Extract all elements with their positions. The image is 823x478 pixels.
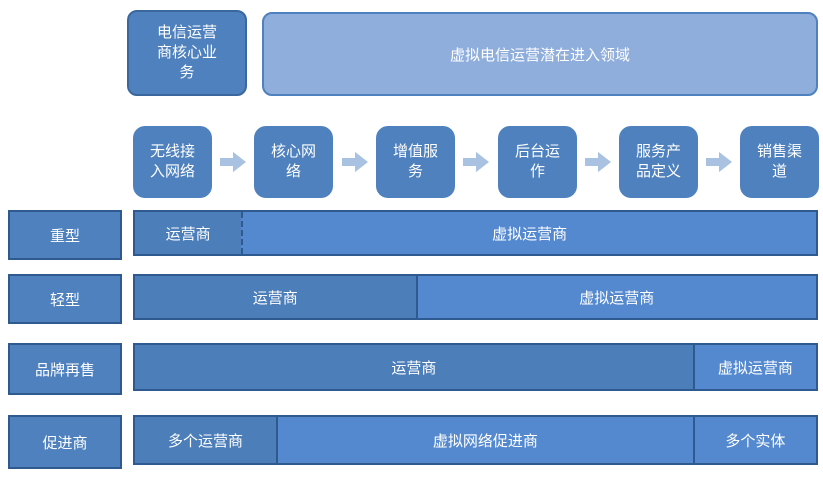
potential-entry-box: 虚拟电信运营潜在进入领域 bbox=[262, 12, 818, 96]
chain-step-label: 增值服 务 bbox=[392, 142, 438, 180]
bar-segment-text: 多个运营商 bbox=[167, 432, 243, 450]
bar-segment-text: 虚拟运营商 bbox=[717, 359, 793, 377]
chain-step-label: 核心网 络 bbox=[270, 142, 316, 180]
bar-segment-text: 虚拟运营商 bbox=[492, 225, 568, 243]
chain-step-value-added: 增值服 务 bbox=[376, 126, 455, 198]
bar-segment-virtual-network-facilitator: 虚拟网络促进商 bbox=[275, 417, 693, 463]
model-bar-light: 运营商 虚拟运营商 bbox=[133, 274, 818, 320]
core-business-box: 电信运营 商核心业 务 bbox=[127, 10, 247, 96]
chain-step-label: 后台运 作 bbox=[514, 142, 560, 180]
model-label-brand-resale: 品牌再售 bbox=[8, 343, 122, 395]
model-bar-heavy: 运营商 虚拟运营商 bbox=[133, 210, 818, 256]
chain-step-radio-access: 无线接 入网络 bbox=[133, 126, 212, 198]
right-arrow-icon bbox=[463, 151, 489, 173]
right-arrow-icon bbox=[342, 151, 368, 173]
model-bar-facilitator: 多个运营商 虚拟网络促进商 多个实体 bbox=[133, 415, 818, 465]
chain-step-sales-channel: 销售渠 道 bbox=[740, 126, 819, 198]
bar-segment-multiple-entities: 多个实体 bbox=[692, 417, 816, 463]
bar-segment-virtual-operator: 虚拟运营商 bbox=[241, 212, 816, 254]
model-label-text: 重型 bbox=[49, 227, 80, 245]
model-label-text: 促进商 bbox=[42, 434, 88, 452]
bar-segment-text: 运营商 bbox=[252, 289, 298, 307]
bar-segment-virtual-operator: 虚拟运营商 bbox=[692, 345, 816, 389]
bar-segment-text: 虚拟运营商 bbox=[579, 289, 655, 307]
chain-step-label: 无线接 入网络 bbox=[149, 142, 195, 180]
bar-segment-multiple-operators: 多个运营商 bbox=[135, 417, 276, 463]
bar-segment-text: 多个实体 bbox=[725, 432, 786, 450]
chain-step-backoffice: 后台运 作 bbox=[498, 126, 577, 198]
model-label-light: 轻型 bbox=[8, 274, 122, 324]
model-label-facilitator: 促进商 bbox=[8, 415, 122, 469]
right-arrow-icon bbox=[706, 151, 732, 173]
core-business-label: 电信运营 商核心业 务 bbox=[156, 23, 217, 82]
bar-segment-operator: 运营商 bbox=[135, 212, 242, 254]
model-label-heavy: 重型 bbox=[8, 210, 122, 260]
bar-segment-text: 虚拟网络促进商 bbox=[432, 432, 538, 450]
bar-segment-operator: 运营商 bbox=[135, 345, 693, 389]
right-arrow-icon bbox=[585, 151, 611, 173]
chain-step-label: 服务产 品定义 bbox=[635, 142, 681, 180]
chain-step-core-network: 核心网 络 bbox=[254, 126, 333, 198]
model-label-text: 品牌再售 bbox=[34, 361, 95, 379]
model-label-text: 轻型 bbox=[49, 291, 80, 309]
bar-segment-text: 运营商 bbox=[391, 359, 437, 377]
potential-entry-label: 虚拟电信运营潜在进入领域 bbox=[449, 46, 630, 64]
model-bar-brand-resale: 运营商 虚拟运营商 bbox=[133, 343, 818, 391]
right-arrow-icon bbox=[220, 151, 246, 173]
bar-segment-operator: 运营商 bbox=[135, 276, 416, 318]
bar-segment-virtual-operator: 虚拟运营商 bbox=[415, 276, 816, 318]
bar-segment-text: 运营商 bbox=[165, 225, 211, 243]
chain-step-label: 销售渠 道 bbox=[756, 142, 802, 180]
chain-step-product-definition: 服务产 品定义 bbox=[619, 126, 698, 198]
